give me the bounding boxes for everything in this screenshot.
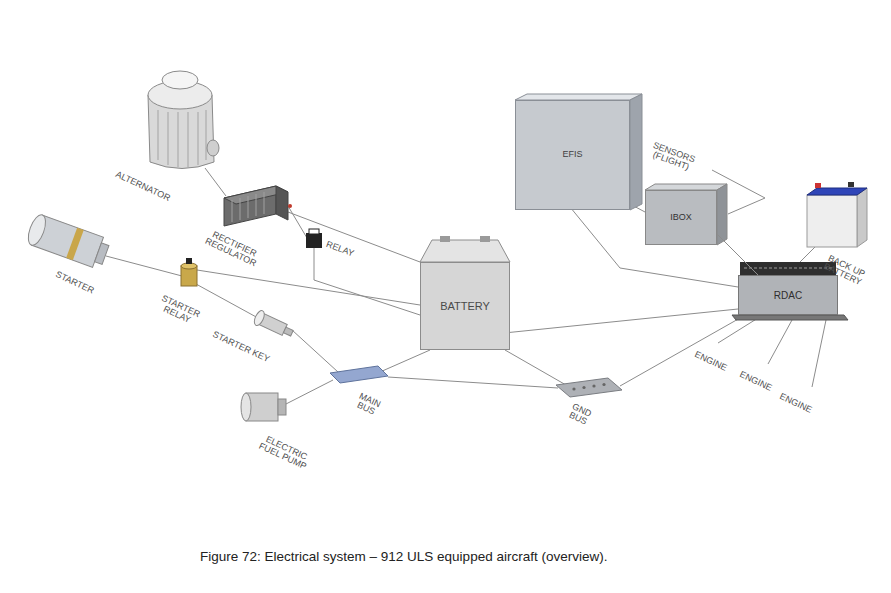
relay-illustration [306, 229, 322, 248]
node-label: BATTERY [440, 300, 490, 312]
part-label: ENGINE [778, 392, 813, 415]
backup-battery-top [807, 188, 867, 195]
gnd-bus-bar [556, 378, 622, 397]
node-label: RDAC [774, 290, 802, 301]
key-tail [283, 327, 293, 336]
relay-cap [309, 229, 319, 234]
ibox-illustration [645, 184, 727, 245]
gnd-bus-hole [582, 386, 585, 389]
rdac-connectors [740, 262, 836, 275]
part-label: MAIN BUS [350, 390, 385, 420]
part-label: STARTER [54, 270, 95, 296]
pump-face [241, 393, 251, 421]
backup-battery-terminal [815, 183, 821, 188]
rectifier-dot [288, 204, 292, 208]
gnd-bus-hole [602, 383, 605, 386]
rdac-unit: RDAC [738, 275, 838, 315]
alternator-fins [158, 110, 206, 167]
relay-body [306, 233, 322, 248]
backup-battery-side [857, 188, 867, 247]
pump-end [278, 399, 286, 415]
battery-top-illustration [420, 236, 510, 262]
efis-side [630, 94, 642, 210]
battery-terminal [440, 236, 450, 242]
ibox-unit: IBOX [645, 190, 717, 245]
wire-connector [717, 234, 758, 275]
rectifier-side [276, 186, 288, 220]
part-label: RELAY [325, 240, 355, 259]
starter-end [95, 243, 109, 265]
backup-battery-front [807, 195, 857, 247]
starter-key-illustration [252, 309, 295, 340]
starter-band [66, 228, 84, 260]
fuel-pump-illustration [241, 393, 286, 421]
alternator-illustration [148, 71, 219, 169]
gnd-bus-hole [592, 384, 595, 387]
part-label: STARTER RELAY [152, 292, 205, 330]
part-label: SENSORS (FLIGHT) [646, 140, 699, 175]
efis-display: EFIS [515, 100, 630, 210]
alternator-ear [207, 140, 219, 156]
efis-illustration [515, 94, 642, 210]
node-label: EFIS [562, 150, 582, 160]
rdac-pins [744, 268, 832, 269]
rectifier-fins [232, 192, 264, 222]
figure-caption: Figure 72: Electrical system – 912 ULS e… [200, 549, 607, 564]
rdac-flange [732, 315, 848, 320]
node-label: IBOX [670, 213, 692, 223]
part-label: ENGINE [738, 370, 773, 393]
wire-connector [510, 309, 738, 332]
part-label: ALTERNATOR [114, 170, 171, 203]
starter-illustration [25, 213, 111, 270]
key-face [252, 309, 266, 327]
gnd-bus-hole [572, 387, 575, 390]
battery-top [420, 240, 510, 262]
starter-relay-terminal [186, 258, 192, 264]
starter-relay-illustration [181, 258, 197, 286]
backup-battery-illustration [807, 182, 867, 247]
backup-battery-terminal [848, 182, 854, 187]
alternator-pulley [162, 71, 198, 89]
part-label: GND BUS [562, 400, 597, 430]
part-label: STARTER KEY [211, 330, 271, 365]
part-label: ENGINE [693, 350, 728, 373]
battery-box: BATTERY [420, 262, 510, 350]
rectifier-illustration [224, 186, 292, 226]
part-label: ELECTRIC FUEL PUMP [254, 432, 315, 474]
wire-lines [106, 168, 826, 405]
main-bus-bar [330, 366, 388, 383]
part-label: RECTIFIER REGULATOR [202, 228, 263, 270]
starter-face [25, 213, 49, 248]
battery-terminal [480, 236, 490, 242]
gnd-bus-illustration [556, 378, 622, 397]
